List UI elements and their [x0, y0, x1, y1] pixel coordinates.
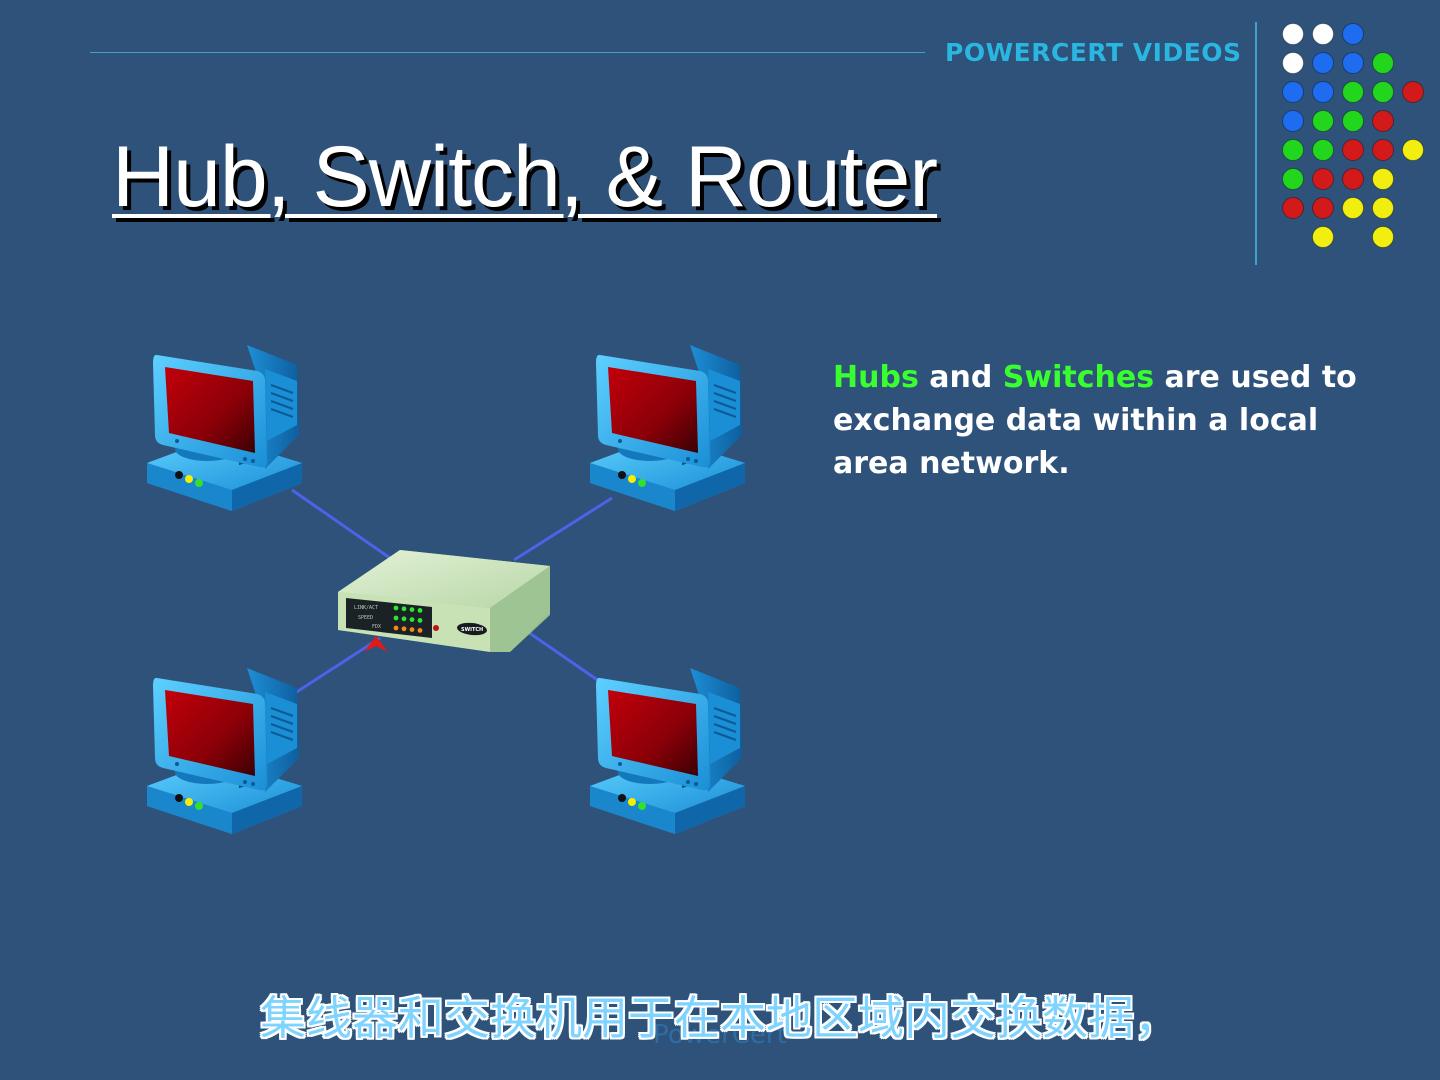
logo-dot — [1372, 168, 1394, 190]
logo-dot — [1372, 139, 1394, 161]
logo-dot — [1312, 52, 1334, 74]
logo-dot — [1372, 81, 1394, 103]
logo-dot — [1402, 139, 1424, 161]
switch-led — [409, 627, 415, 632]
logo-dot — [1312, 81, 1334, 103]
logo-dot — [1342, 81, 1364, 103]
switch-led — [401, 626, 407, 632]
power-led — [433, 625, 439, 631]
logo-dot — [1342, 52, 1364, 74]
logo-dot — [1342, 110, 1364, 132]
logo-dot — [1282, 23, 1304, 45]
logo-dot — [1282, 197, 1304, 219]
switch-led — [401, 606, 407, 612]
switch-led — [417, 608, 423, 613]
logo-dot — [1312, 197, 1334, 219]
switch-led — [393, 625, 399, 631]
logo-dot — [1372, 197, 1394, 219]
switch-led — [401, 616, 407, 622]
switch-label-fdx: FDX — [372, 624, 381, 630]
description-and: and — [918, 360, 1003, 395]
hubs-term: Hubs — [833, 360, 919, 395]
logo-dot — [1312, 226, 1334, 248]
switch-device: LINK/ACT SPEED FDX SWITCH — [338, 550, 550, 652]
network-link — [513, 496, 613, 562]
logo-dot — [1312, 139, 1334, 161]
logo-dot — [1372, 110, 1394, 132]
brand-name: POWERCERT VIDEOS — [945, 38, 1242, 67]
video-subtitle: 集线器和交换机用于在本地区域内交换数据， — [260, 991, 1180, 1045]
switch-led — [417, 618, 423, 623]
logo-dot — [1402, 81, 1424, 103]
logo-dot — [1312, 23, 1334, 45]
logo-dot — [1282, 110, 1304, 132]
network-diagram: LINK/ACT SPEED FDX SWITCH — [146, 344, 746, 835]
switch-led — [393, 615, 399, 621]
switch-led — [417, 628, 423, 633]
watermark-text: PowerCert — [653, 1020, 787, 1050]
logo-dot — [1312, 168, 1334, 190]
logo-dot — [1312, 110, 1334, 132]
switches-term: Switches — [1002, 360, 1155, 395]
logo-dot — [1342, 23, 1364, 45]
logo-dot — [1342, 197, 1364, 219]
logo-divider-line — [1255, 22, 1257, 265]
logo-dot — [1282, 168, 1304, 190]
logo-dots-grid — [1282, 23, 1424, 248]
slide-title: Hub, Switch, & Router — [112, 129, 938, 225]
logo-dot — [1372, 226, 1394, 248]
description-text: Hubs and Switches are used to exchange d… — [833, 356, 1393, 485]
logo-dot — [1342, 139, 1364, 161]
logo-dot — [1282, 52, 1304, 74]
switch-label-link: LINK/ACT — [354, 605, 378, 611]
network-link — [291, 636, 381, 697]
switch-led — [393, 605, 399, 611]
network-link — [291, 488, 391, 560]
logo-dot — [1282, 81, 1304, 103]
description-rest: are used to exchange data within a local… — [833, 360, 1357, 481]
computer-bottom-right — [589, 667, 746, 835]
switch-badge: SWITCH — [461, 627, 483, 633]
computer-top-right — [589, 344, 746, 512]
computer-top-left — [146, 344, 303, 512]
top-divider-line — [90, 52, 925, 53]
cursor-pointer-icon — [364, 636, 388, 652]
switch-led — [409, 617, 415, 622]
logo-dot — [1282, 139, 1304, 161]
logo-dot — [1342, 168, 1364, 190]
logo-dot — [1372, 52, 1394, 74]
switch-led — [409, 607, 415, 612]
switch-status-leds — [393, 605, 423, 633]
computer-bottom-left — [146, 667, 303, 835]
switch-label-speed: SPEED — [358, 615, 373, 621]
